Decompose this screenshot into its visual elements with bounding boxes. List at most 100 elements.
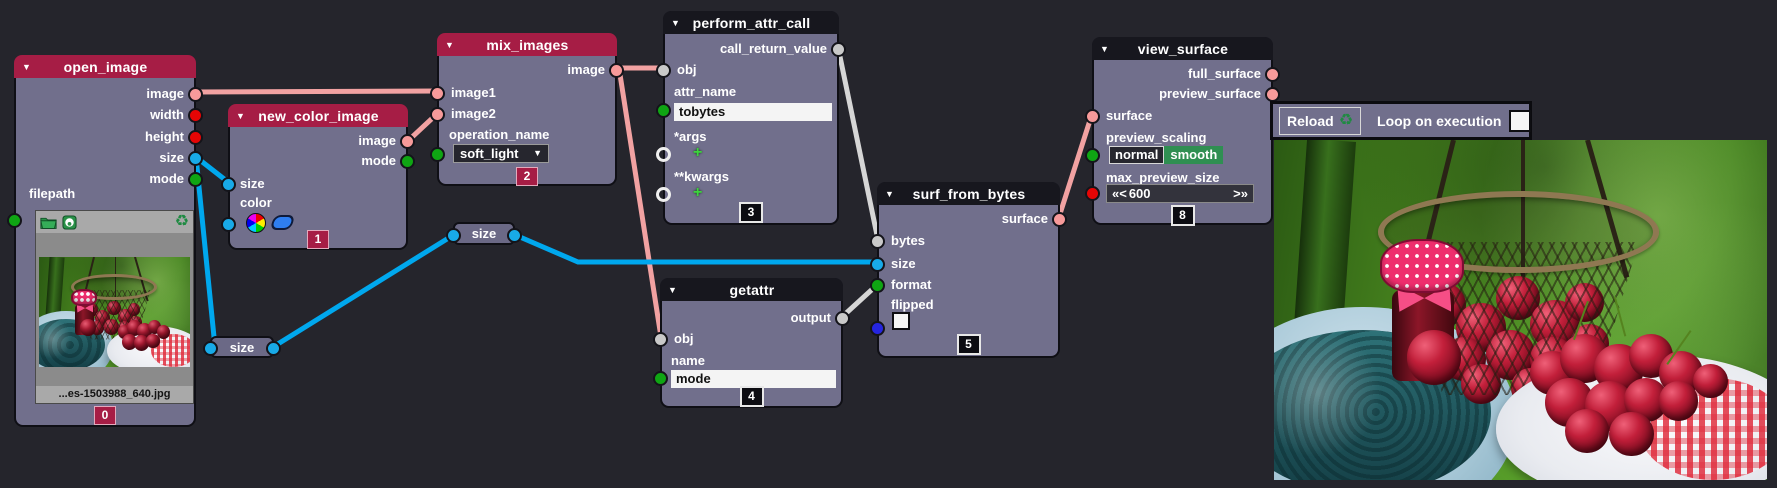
- input-label-operation-name: operation_name: [449, 127, 550, 142]
- socket-input-image1[interactable]: [430, 86, 445, 101]
- collapse-arrow-icon[interactable]: ▼: [22, 61, 31, 72]
- node-title: getattr: [729, 281, 775, 298]
- socket-input-attr-name[interactable]: [656, 103, 671, 118]
- output-label-output: output: [790, 310, 831, 325]
- socket-input-obj[interactable]: [656, 63, 671, 78]
- toggle-option-smooth[interactable]: smooth: [1164, 146, 1224, 164]
- node-header[interactable]: ▼ open_image: [14, 55, 196, 78]
- socket-output-size[interactable]: [188, 151, 203, 166]
- node-header[interactable]: ▼ new_color_image: [228, 104, 408, 127]
- surface-preview-image[interactable]: [1274, 140, 1767, 480]
- socket-output-height[interactable]: [188, 130, 203, 145]
- name-field[interactable]: mode: [671, 370, 836, 388]
- edge-image-to-image1[interactable]: [193, 88, 442, 95]
- socket-input-name[interactable]: [653, 371, 668, 386]
- socket-input-size[interactable]: [870, 257, 885, 272]
- max-preview-size-spinner[interactable]: «< 600 >»: [1106, 184, 1254, 203]
- input-label-attr-name: attr_name: [674, 84, 737, 99]
- socket-input-format[interactable]: [870, 278, 885, 293]
- socket-input-obj[interactable]: [653, 332, 668, 347]
- add-arg-button[interactable]: +: [693, 144, 703, 161]
- node-header[interactable]: ▼ getattr: [660, 278, 843, 301]
- collapse-arrow-icon[interactable]: ▼: [445, 39, 454, 50]
- edge-proxy-b-to-surf[interactable]: [510, 231, 881, 265]
- preview-file-icon[interactable]: [61, 214, 78, 230]
- open-file-icon[interactable]: [40, 215, 57, 230]
- socket-output-output[interactable]: [835, 311, 850, 326]
- flipped-checkbox[interactable]: [892, 312, 910, 330]
- socket-output-image[interactable]: [400, 134, 415, 149]
- chevron-down-icon: ▼: [533, 148, 542, 158]
- socket-input-size[interactable]: [221, 177, 236, 192]
- edge-size-to-proxy-a[interactable]: [193, 154, 218, 350]
- scene-cherry: [1564, 408, 1610, 453]
- socket-proxy-in[interactable]: [446, 228, 461, 243]
- socket-output-full-surface[interactable]: [1265, 67, 1280, 82]
- preview-scaling-toggle[interactable]: normal smooth: [1109, 146, 1224, 164]
- add-kwarg-button[interactable]: +: [693, 184, 703, 201]
- collapse-arrow-icon[interactable]: ▼: [236, 110, 245, 121]
- node-view-surface[interactable]: ▼ view_surface full_surface preview_surf…: [1085, 37, 1280, 226]
- socket-input-flipped[interactable]: [870, 321, 885, 336]
- scene-cherry: [134, 335, 150, 352]
- toggle-option-normal[interactable]: normal: [1109, 146, 1165, 164]
- node-header[interactable]: ▼ mix_images: [437, 33, 617, 56]
- spinner-value[interactable]: 600: [1128, 186, 1151, 201]
- socket-output-image[interactable]: [609, 63, 624, 78]
- operation-name-dropdown[interactable]: soft_light ▼: [453, 144, 549, 163]
- socket-input-surface[interactable]: [1085, 109, 1100, 124]
- socket-input-kwargs[interactable]: [656, 187, 671, 202]
- collapse-arrow-icon[interactable]: ▼: [668, 284, 677, 295]
- node-header[interactable]: ▼ view_surface: [1092, 37, 1273, 60]
- size-proxy-node[interactable]: size: [203, 336, 281, 358]
- node-new-color-image[interactable]: ▼ new_color_image image mode size color …: [221, 104, 415, 250]
- socket-input-max-preview-size[interactable]: [1085, 186, 1100, 201]
- spinner-increment-icon[interactable]: >»: [1233, 186, 1248, 201]
- socket-output-preview-surface[interactable]: [1265, 87, 1280, 102]
- edge-image-to-getattr-obj[interactable]: [616, 65, 664, 340]
- edge-return-to-bytes[interactable]: [835, 44, 881, 243]
- attr-name-field[interactable]: tobytes: [674, 103, 832, 121]
- socket-input-bytes[interactable]: [870, 234, 885, 249]
- color-wheel-icon[interactable]: [246, 213, 266, 233]
- node-header[interactable]: ▼ perform_attr_call: [663, 11, 839, 34]
- edge-surface-to-view[interactable]: [1056, 111, 1095, 220]
- color-swatch-icon[interactable]: [269, 215, 296, 230]
- node-open-image[interactable]: ▼ open_image image width height size mod…: [7, 55, 203, 427]
- collapse-arrow-icon[interactable]: ▼: [885, 188, 894, 199]
- socket-input-filepath[interactable]: [7, 213, 22, 228]
- reload-file-icon[interactable]: ♻: [174, 213, 189, 230]
- socket-output-call-return-value[interactable]: [831, 42, 846, 57]
- filepath-widget[interactable]: ♻: [35, 210, 194, 404]
- socket-proxy-out[interactable]: [507, 228, 522, 243]
- spinner-decrement-icon[interactable]: «<: [1112, 186, 1127, 201]
- input-label-obj: obj: [674, 331, 694, 346]
- socket-output-surface[interactable]: [1052, 212, 1067, 227]
- scene-jar-lid: [71, 288, 98, 307]
- output-label-preview-surface: preview_surface: [1159, 86, 1261, 101]
- loop-on-execution-checkbox[interactable]: [1509, 109, 1532, 132]
- socket-proxy-in[interactable]: [203, 341, 218, 356]
- collapse-arrow-icon[interactable]: ▼: [1100, 43, 1109, 54]
- reload-button[interactable]: Reload ♻: [1279, 106, 1362, 135]
- edge-proxy-a-to-b[interactable]: [270, 231, 458, 350]
- node-perform-attr-call[interactable]: ▼ perform_attr_call call_return_value ob…: [656, 11, 846, 225]
- socket-input-color[interactable]: [221, 217, 236, 232]
- node-surf-from-bytes[interactable]: ▼ surf_from_bytes surface bytes size for…: [870, 182, 1067, 358]
- socket-output-image[interactable]: [188, 87, 203, 102]
- socket-output-mode[interactable]: [400, 154, 415, 169]
- socket-input-preview-scaling[interactable]: [1085, 148, 1100, 163]
- node-mix-images[interactable]: ▼ mix_images image image1 image2 operati…: [430, 33, 624, 186]
- node-header[interactable]: ▼ surf_from_bytes: [877, 182, 1060, 205]
- socket-input-image2[interactable]: [430, 107, 445, 122]
- collapse-arrow-icon[interactable]: ▼: [671, 17, 680, 28]
- socket-output-mode[interactable]: [188, 172, 203, 187]
- socket-input-operation-name[interactable]: [430, 147, 445, 162]
- filepath-thumbnail[interactable]: [39, 257, 190, 367]
- socket-input-args[interactable]: [656, 147, 671, 162]
- size-proxy-node[interactable]: size: [446, 222, 522, 245]
- node-getattr[interactable]: ▼ getattr output obj name mode 4: [653, 278, 850, 408]
- socket-proxy-out[interactable]: [266, 341, 281, 356]
- socket-output-width[interactable]: [188, 108, 203, 123]
